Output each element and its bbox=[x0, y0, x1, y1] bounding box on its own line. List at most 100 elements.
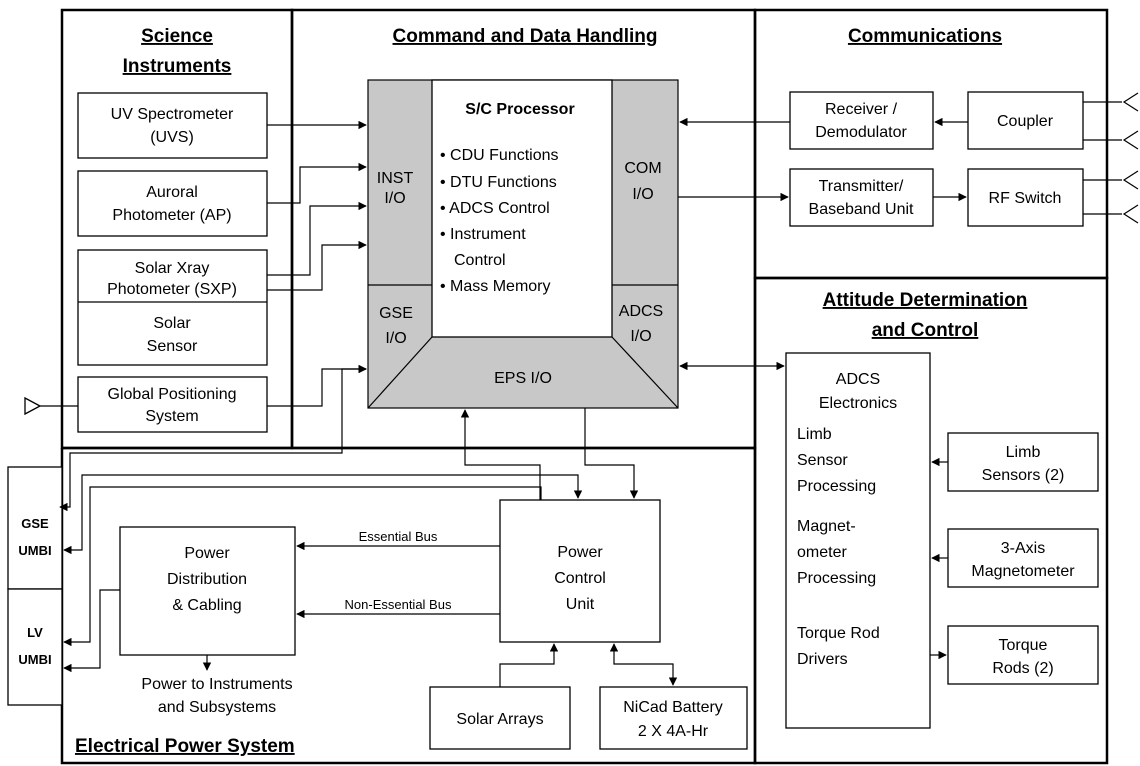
cdh-title: Command and Data Handling bbox=[393, 26, 658, 47]
processor-item: • Mass Memory bbox=[440, 278, 551, 295]
limb-sensors-label-2: Sensors (2) bbox=[982, 467, 1065, 484]
pcu-label-2: Control bbox=[554, 570, 606, 587]
magnetometer-box bbox=[947, 528, 1099, 588]
battery-box bbox=[599, 686, 748, 750]
limb-processing-label: Processing bbox=[797, 478, 876, 495]
eps-bevel-left bbox=[367, 336, 433, 409]
pdc-label-2: Distribution bbox=[167, 571, 247, 588]
sxp-label-1: Solar Xray bbox=[135, 260, 210, 277]
torque-drivers-label: Drivers bbox=[797, 651, 848, 668]
antenna-icon bbox=[1122, 130, 1139, 150]
adcs-electronics-label-2: Electronics bbox=[819, 395, 897, 412]
solar-arrays-box bbox=[429, 686, 571, 750]
solar-arrays-label: Solar Arrays bbox=[456, 711, 543, 728]
gse-io-label-1: GSE bbox=[379, 305, 413, 322]
magnetometer-label-1: 3-Axis bbox=[1001, 540, 1045, 557]
adcs-electronics-label-1: ADCS bbox=[836, 371, 880, 388]
power-to-label-2: and Subsystems bbox=[158, 699, 276, 716]
pdc-label-3: & Cabling bbox=[172, 597, 241, 614]
gse-umbi-label-2: UMBI bbox=[18, 543, 51, 558]
processor-core bbox=[431, 79, 613, 338]
adcs-title-2: and Control bbox=[872, 320, 979, 341]
pdc-lv-umbi-link bbox=[63, 589, 120, 673]
torque-drivers-label: Torque Rod bbox=[797, 625, 880, 642]
pcu-lv-umbi-link bbox=[63, 486, 542, 647]
adcs-io-label-2: I/O bbox=[630, 328, 651, 345]
receiver-box bbox=[789, 91, 934, 150]
lv-umbi-label-2: UMBI bbox=[18, 652, 51, 667]
eps-io-label: EPS I/O bbox=[494, 370, 552, 387]
com-io-label-1: COM bbox=[624, 160, 661, 177]
ap-box bbox=[77, 170, 268, 237]
limb-processing-label: Sensor bbox=[797, 452, 848, 469]
power-to-label-1: Power to Instruments bbox=[141, 676, 292, 693]
adcs-io-label-1: ADCS bbox=[619, 303, 663, 320]
solar-sensor-label-1: Solar bbox=[153, 315, 191, 332]
processor-item: • Instrument bbox=[440, 226, 526, 243]
non-essential-bus-label: Non-Essential Bus bbox=[345, 597, 452, 612]
pcu-gse-umbi-link bbox=[63, 474, 583, 555]
eps-bevel-right bbox=[611, 336, 679, 409]
gps-antenna-icon bbox=[24, 396, 42, 416]
battery-label-2: 2 X 4A-Hr bbox=[638, 723, 709, 740]
solar-to-pcu-link bbox=[499, 643, 559, 687]
lv-umbi-label-1: LV bbox=[27, 625, 43, 640]
solar-sensor-label-2: Sensor bbox=[147, 338, 198, 355]
limb-sensors-label-1: Limb bbox=[1006, 444, 1041, 461]
transmitter-label-2: Baseband Unit bbox=[809, 201, 915, 218]
pcu-label-1: Power bbox=[557, 544, 603, 561]
coupler-label: Coupler bbox=[997, 113, 1054, 130]
gps-label-2: System bbox=[145, 408, 198, 425]
pdc-label-1: Power bbox=[184, 545, 230, 562]
solar-sensor-link bbox=[267, 240, 367, 291]
torque-rods-box bbox=[947, 625, 1099, 685]
magnetometer-label-2: Magnetometer bbox=[971, 563, 1075, 580]
processor-item: • CDU Functions bbox=[440, 147, 559, 164]
rf-switch-label: RF Switch bbox=[989, 190, 1062, 207]
coupler-box bbox=[967, 91, 1084, 150]
sxp-link bbox=[267, 201, 367, 276]
pcu-to-eps-io-link bbox=[460, 409, 541, 500]
receiver-label-2: Demodulator bbox=[815, 124, 907, 141]
receiver-label-1: Receiver / bbox=[825, 101, 898, 118]
science-title-2: Instruments bbox=[123, 56, 232, 77]
antenna-icon bbox=[1122, 204, 1139, 224]
torque-rods-label-1: Torque bbox=[999, 637, 1048, 654]
ap-label-1: Auroral bbox=[146, 184, 198, 201]
antenna-icon bbox=[1122, 170, 1139, 190]
limb-processing-label: Limb bbox=[797, 426, 832, 443]
antenna-icon bbox=[1122, 92, 1139, 112]
lv-umbilical-box bbox=[7, 588, 63, 706]
battery-label-1: NiCad Battery bbox=[623, 699, 723, 716]
com-io-label-2: I/O bbox=[632, 186, 653, 203]
gse-umbi-label-1: GSE bbox=[21, 516, 49, 531]
processor-item: • ADCS Control bbox=[440, 200, 550, 217]
inst-io-label-1: INST bbox=[377, 170, 414, 187]
processor-item: • DTU Functions bbox=[440, 174, 557, 191]
rf-switch-box bbox=[967, 168, 1084, 227]
uvs-box bbox=[77, 92, 268, 159]
transmitter-box bbox=[789, 168, 934, 227]
mag-processing-label: ometer bbox=[797, 544, 847, 561]
comm-title: Communications bbox=[848, 26, 1002, 47]
mag-processing-label: Magnet- bbox=[797, 518, 856, 535]
pcu-label-3: Unit bbox=[566, 596, 595, 613]
processor-item: Control bbox=[454, 252, 506, 269]
processor-title: S/C Processor bbox=[465, 101, 574, 118]
adcs-title-1: Attitude Determination bbox=[823, 290, 1028, 311]
uvs-label-1: UV Spectrometer bbox=[111, 106, 234, 123]
mag-processing-label: Processing bbox=[797, 570, 876, 587]
ap-label-2: Photometer (AP) bbox=[112, 207, 231, 224]
sxp-label-2: Photometer (SXP) bbox=[107, 281, 237, 298]
gps-label-1: Global Positioning bbox=[108, 386, 237, 403]
eps-title: Electrical Power System bbox=[75, 736, 295, 757]
sxp-box bbox=[77, 249, 268, 366]
essential-bus-label: Essential Bus bbox=[359, 529, 438, 544]
uvs-label-2: (UVS) bbox=[150, 129, 194, 146]
adcs-electronics-box bbox=[785, 352, 931, 729]
torque-rods-label-2: Rods (2) bbox=[992, 660, 1053, 677]
battery-pcu-link bbox=[609, 643, 678, 686]
eps-io-to-pcu-link bbox=[584, 408, 639, 499]
inst-io-label-2: I/O bbox=[384, 190, 405, 207]
